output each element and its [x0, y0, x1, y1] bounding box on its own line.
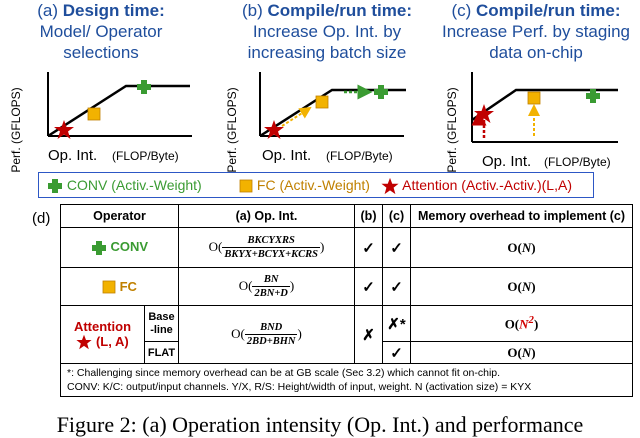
attention-marker [474, 104, 494, 123]
fc-memory: O(N) [410, 267, 633, 306]
fc-den: 2BN+D [254, 288, 288, 299]
attention-den: 2BD+BHN [246, 336, 296, 347]
legend: CONV (Activ.-Weight) FC (Activ.-Weight) … [38, 172, 594, 198]
star-icon [76, 335, 92, 350]
fc-b: ✓ [354, 267, 383, 306]
panel-c-tag: (c) [451, 1, 472, 20]
panel-c-bold: Compile/run time: [476, 1, 621, 20]
panel-c-roofline [471, 88, 618, 122]
panel-c-ylabel: Perf. (GFLOPS) [445, 87, 459, 172]
panel-b-bold: Compile/run time: [267, 1, 413, 20]
panel-a-roofline [47, 84, 190, 138]
attention-b: ✗ [354, 305, 383, 364]
fc-operator-cell: FC [60, 267, 179, 306]
note-2: CONV: K/C: output/input channels. Y/X, R… [67, 381, 532, 393]
table-notes: *: Challenging since memory overhead can… [60, 363, 633, 397]
roofline-a: Perf. (GFLOPS) Op. Int. (FLOP/Byte) [9, 72, 192, 173]
panel-a-xlabel: Op. Int. [48, 147, 97, 164]
panel-b-xlabel: Op. Int. [262, 147, 311, 164]
plus-icon [91, 240, 106, 255]
header-opint: (a) Op. Int. [178, 204, 355, 228]
panel-a-title: (a) Design time: Model/ Operator selecti… [6, 0, 196, 63]
header-memory: Memory overhead to implement (c) [410, 204, 633, 228]
table-label: (d) [32, 210, 51, 227]
baseline-label: Base-line [144, 305, 179, 342]
flat-memory: O(N) [410, 341, 633, 364]
header-operator: Operator [60, 204, 179, 228]
fc-marker [87, 107, 101, 121]
attention-marker [264, 120, 284, 139]
panel-b-title: (b) Compile/run time: Increase Op. Int. … [222, 0, 432, 63]
panel-c-desc: Increase Perf. by staging data on-chip [441, 22, 631, 62]
star-icon [381, 178, 399, 195]
panel-a-bold: Design time: [62, 1, 165, 20]
conv-name: CONV [110, 239, 149, 255]
legend-attention: Attention (Activ.-Activ.)(L,A) [381, 177, 572, 195]
attention-name: Attention [73, 318, 132, 334]
panel-a-xunit: (FLOP/Byte) [112, 149, 179, 163]
fc-num: BN [252, 273, 290, 287]
flat-c: ✓ [382, 341, 411, 364]
table-row-attention-flat: FLAT ✓ O(N) [61, 341, 633, 364]
panel-a-ylabel: Perf. (GFLOPS) [9, 87, 23, 172]
fc-marker [527, 91, 541, 105]
panel-a-tag: (a) [37, 1, 58, 20]
conv-operator-cell: CONV [60, 227, 179, 268]
header-b: (b) [354, 204, 383, 228]
roofline-c: Perf. (GFLOPS) Op. Int. (FLOP/Byte) [445, 72, 618, 173]
plus-icon [48, 179, 62, 194]
panel-a-desc: Model/ Operator selections [39, 22, 163, 62]
conv-c: ✓ [382, 227, 411, 268]
header-c: (c) [382, 204, 411, 228]
panel-c-xlabel: Op. Int. [482, 153, 531, 170]
flat-label: FLAT [144, 341, 179, 364]
panel-c-title: (c) Compile/run time: Increase Perf. by … [432, 0, 640, 63]
panel-b-xunit: (FLOP/Byte) [326, 149, 393, 163]
conv-marker [586, 89, 600, 103]
figure-caption: Figure 2: (a) Operation intensity (Op. I… [56, 412, 584, 437]
legend-conv-label: CONV (Activ.-Weight) [66, 177, 202, 193]
panel-b-desc: Increase Op. Int. by increasing batch si… [247, 22, 407, 62]
table-notes-row: *: Challenging since memory overhead can… [60, 363, 633, 397]
fc-name: FC [119, 278, 137, 294]
square-icon [239, 179, 253, 193]
attention-num: BND [244, 321, 298, 335]
conv-marker [374, 85, 388, 99]
panel-b-ylabel: Perf. (GFLOPS) [225, 87, 239, 172]
roofline-b: Perf. (GFLOPS) Op. Int. (FLOP/Byte) [225, 72, 406, 173]
square-icon [102, 280, 116, 294]
baseline-memory: O(N2) [410, 305, 633, 342]
baseline-c: ✗* [382, 305, 411, 342]
fc-c: ✓ [382, 267, 411, 306]
conv-num: BKCYXRS [222, 234, 321, 248]
conv-den: BKYX+BCYX+KCRS [224, 249, 319, 260]
attention-marker [54, 120, 74, 139]
table-header-row: Operator (a) Op. Int. (b) (c) Memory ove… [60, 204, 633, 228]
panel-b-fc-arrow [281, 106, 312, 127]
attention-sub: (L, A) [95, 333, 129, 349]
panel-c-xunit: (FLOP/Byte) [544, 155, 611, 169]
attention-operator-cell: Attention (L, A) [60, 305, 145, 364]
fc-marker [315, 95, 329, 109]
legend-conv: CONV (Activ.-Weight) [47, 177, 202, 194]
legend-fc-label: FC (Activ.-Weight) [256, 177, 370, 193]
legend-fc: FC (Activ.-Weight) [239, 177, 370, 193]
legend-attention-label: Attention (Activ.-Activ.)(L,A) [402, 177, 572, 193]
conv-marker [137, 80, 151, 94]
conv-bigO: O( [208, 238, 223, 254]
panel-b-roofline [259, 88, 406, 138]
conv-memory: O(N) [410, 227, 633, 268]
panel-b-tag: (b) [241, 1, 263, 20]
attention-sub-wrap: (L, A) [61, 334, 144, 351]
note-1: *: Challenging since memory overhead can… [67, 367, 501, 379]
conv-b: ✓ [354, 227, 383, 268]
operator-table: Operator (a) Op. Int. (b) (c) Memory ove… [60, 204, 633, 397]
